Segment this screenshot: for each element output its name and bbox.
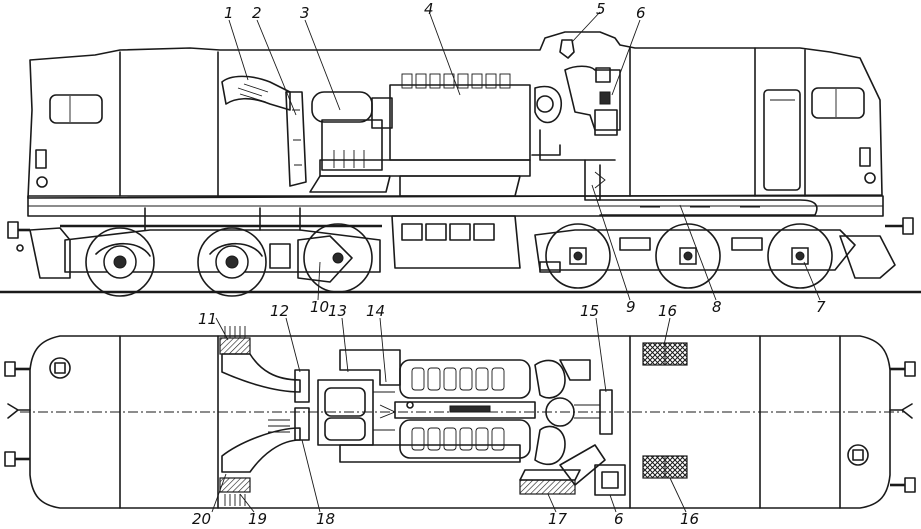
label-8: 8: [712, 298, 722, 316]
leader-lines-side: [228, 11, 821, 301]
label-11: 11: [198, 310, 217, 328]
label-17: 17: [548, 510, 568, 528]
plan-view: 11 12 13 14 15 16 20 19 18 17 6 16: [4, 302, 916, 528]
label-12: 12: [270, 302, 289, 320]
diesel-plan: [339, 349, 536, 463]
radiator-plan: [519, 479, 576, 495]
label-19: 19: [248, 510, 267, 528]
front-window-left: [49, 94, 103, 124]
label-4: 4: [424, 0, 434, 18]
bogie-right: [534, 223, 896, 289]
wheel-3: [303, 223, 373, 293]
buffer-right: [885, 217, 914, 235]
side-elevation: 1 2 3 4 5 6 7 8 9 10: [0, 0, 921, 316]
traction-generator: [311, 91, 373, 123]
leader-lines-plan: [211, 317, 687, 513]
label-20: 20: [192, 510, 211, 528]
label-14: 14: [366, 302, 385, 320]
intake-ducts: [219, 326, 310, 506]
label-1: 1: [224, 4, 234, 22]
label-3: 3: [300, 4, 310, 22]
intake-duct: [221, 75, 291, 111]
engine-room: [221, 39, 818, 216]
label-7: 7: [816, 298, 826, 316]
diesel-engine: [389, 84, 531, 161]
label-6: 6: [636, 4, 646, 22]
body-outline: [27, 31, 883, 199]
generator-plan: [317, 379, 395, 446]
front-window-right: [811, 87, 865, 119]
label-5: 5: [596, 0, 606, 18]
plan-outline: [29, 335, 891, 509]
wheel-1: [85, 227, 155, 297]
fan-box-plan: [594, 464, 626, 496]
turbochargers-plan: [534, 359, 613, 486]
label-9: 9: [626, 298, 636, 316]
label-2: 2: [252, 4, 262, 22]
label-15: 15: [580, 302, 599, 320]
wheel-5: [655, 223, 721, 289]
label-16-top: 16: [658, 302, 677, 320]
label-10: 10: [310, 298, 329, 316]
label-13: 13: [328, 302, 347, 320]
fuel-tank: [391, 215, 521, 269]
label-16-bottom: 16: [680, 510, 699, 528]
coupler-right: [847, 361, 916, 493]
coupler-left: [4, 357, 71, 467]
side-door-right: [763, 89, 801, 191]
wheel-6: [767, 223, 833, 289]
label-6-plan: 6: [614, 510, 624, 528]
wheel-4: [545, 223, 611, 289]
bogie-left: [29, 207, 382, 297]
buffer-left: [7, 221, 30, 252]
wheel-2: [197, 227, 267, 297]
label-18: 18: [316, 510, 335, 528]
